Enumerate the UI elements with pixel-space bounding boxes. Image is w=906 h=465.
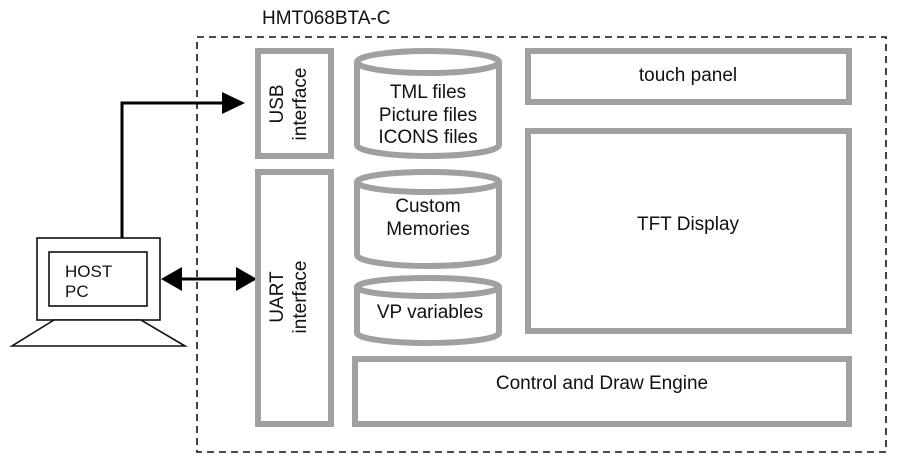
- custom-memories-line2: Memories: [386, 219, 469, 240]
- host-screen: [48, 251, 148, 307]
- usb-connection-line: [120, 101, 222, 238]
- usb-label-line2: interface: [290, 68, 311, 141]
- engine-label: Control and Draw Engine: [496, 373, 708, 394]
- host-pc: HOST PC: [9, 237, 188, 347]
- host-label-line1: HOST: [65, 262, 112, 281]
- tft-display-box: [525, 128, 852, 334]
- engine-box: [352, 356, 852, 427]
- touch-panel-label: touch panel: [639, 65, 737, 86]
- storage-files-line1: TML files: [390, 82, 466, 103]
- storage-files-line3: ICONS files: [378, 127, 477, 148]
- tft-display-label: TFT Display: [637, 214, 740, 235]
- usb-label-line1: USB: [267, 84, 288, 123]
- vp-variables-cylinder: VP variables: [354, 275, 502, 346]
- usb-connection: [120, 92, 245, 238]
- storage-files-line2: Picture files: [379, 105, 477, 126]
- custom-memories-line1: Custom: [395, 196, 460, 217]
- uart-label-line2: interface: [290, 261, 311, 334]
- arrow-left-icon: [161, 267, 182, 291]
- arrow-right-icon: [222, 92, 245, 114]
- custom-memories-cylinder: Custom Memories: [354, 169, 502, 269]
- engine-block: Control and Draw Engine: [352, 356, 852, 427]
- vp-variables-label: VP variables: [377, 302, 483, 323]
- touch-panel-box: [525, 48, 852, 105]
- uart-interface-block: UART interface: [255, 169, 334, 427]
- uart-interface-box: [255, 169, 334, 427]
- usb-interface-box: [255, 48, 334, 159]
- arrow-right-icon: [236, 267, 257, 291]
- usb-interface-block: USB interface: [255, 48, 334, 159]
- uart-label-line1: UART: [267, 271, 288, 323]
- uart-connection: [161, 267, 257, 291]
- host-keyboard-base: [9, 319, 188, 347]
- storage-files-cylinder: TML files Picture files ICONS files: [354, 48, 502, 159]
- tft-display-block: TFT Display: [525, 128, 852, 334]
- module-title: HMT068BTA-C: [262, 8, 390, 29]
- host-label-line2: PC: [65, 282, 89, 301]
- touch-panel-block: touch panel: [525, 48, 852, 105]
